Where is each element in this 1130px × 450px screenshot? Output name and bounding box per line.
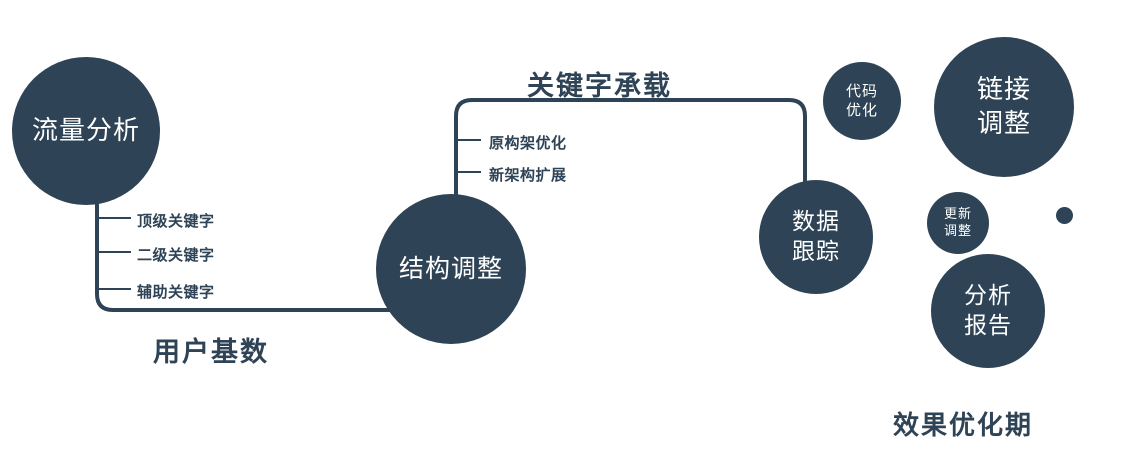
node-data-tracking: 数据 跟踪 [759, 180, 873, 294]
node-update-adjustment-label: 更新 调整 [943, 206, 972, 238]
node-analysis-report-label: 分析 报告 [964, 282, 1012, 338]
branch-second-keyword: 二级关键字 [137, 247, 215, 264]
node-update-adjustment: 更新 调整 [927, 192, 989, 254]
node-structure-adjustment: 结构调整 [376, 194, 526, 344]
node-traffic-analysis-label: 流量分析 [31, 115, 140, 146]
branch-aux-keyword: 辅助关键字 [137, 284, 215, 301]
node-traffic-analysis: 流量分析 [12, 57, 160, 205]
edge-label-user-base: 用户基数 [153, 337, 269, 367]
branch-original-architecture: 原构架优化 [489, 135, 567, 152]
edge-label-keyword-load: 关键字承载 [527, 71, 672, 101]
connector-traffic-to-structure [95, 180, 400, 312]
node-data-tracking-label: 数据 跟踪 [792, 208, 840, 264]
caption-effect-optimization-period: 效果优化期 [893, 410, 1034, 440]
node-link-adjustment: 链接 调整 [934, 37, 1074, 177]
node-code-optimization: 代码 优化 [823, 62, 901, 140]
node-analysis-report: 分析 报告 [931, 254, 1045, 368]
node-link-adjustment-label: 链接 调整 [976, 74, 1031, 138]
branch-new-architecture: 新架构扩展 [489, 167, 567, 184]
branch-top-keyword: 顶级关键字 [137, 213, 215, 230]
node-structure-adjustment-label: 结构调整 [398, 254, 503, 283]
connector-structure-to-tracking [454, 98, 807, 230]
node-code-optimization-label: 代码 优化 [845, 82, 878, 120]
decorative-dot [1056, 207, 1073, 224]
